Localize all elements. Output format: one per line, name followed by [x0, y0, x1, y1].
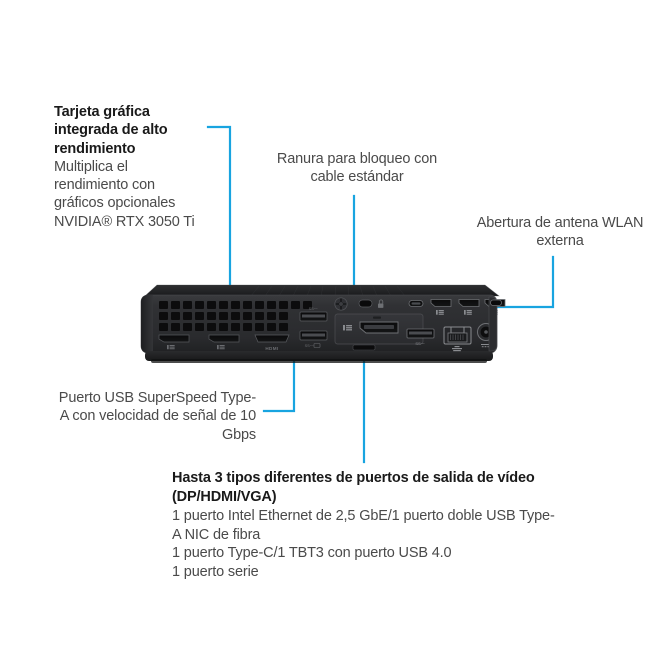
lock-icon [378, 299, 384, 308]
port-usb-c [408, 300, 424, 307]
port-kensington-lock-slot [358, 299, 384, 308]
port-mini-displayport-2 [458, 299, 480, 315]
callout-video-outputs-body: 1 puerto Intel Ethernet de 2,5 GbE/1 pue… [172, 507, 555, 581]
wlan-antenna-opening [488, 296, 502, 352]
callout-video-outputs-heading: Hasta 3 tipos diferentes de puertos de s… [172, 470, 535, 505]
callout-gpu-body: Multiplica el rendimiento con gráficos o… [54, 158, 195, 230]
callout-wlan-antenna-body: Abertura de antena WLAN externa [476, 215, 644, 250]
port-usb-a-superspeed-1: SS⁓ [299, 307, 328, 322]
device-base [145, 351, 493, 363]
callout-lock-slot: Ranura para bloqueo con cable estándar [272, 150, 442, 187]
product-image-mini-pc-rear: HDMI SS⁓ SS⁓ [131, 283, 507, 367]
port-displayport-2 [208, 334, 240, 350]
flex-io-module [334, 313, 424, 345]
port-hdmi: HDMI [254, 334, 290, 351]
port-displayport-1 [158, 334, 190, 350]
callout-usb-superspeed-body: Puerto USB SuperSpeed Type-A con velocid… [58, 390, 256, 443]
port-mini-displayport-1 [430, 299, 452, 315]
callout-gpu-heading: Tarjeta gráfica integrada de alto rendim… [54, 104, 168, 157]
callout-video-outputs: Hasta 3 tipos diferentes de puertos de s… [172, 469, 558, 582]
port-serial [352, 344, 376, 351]
port-ethernet-rj45 [443, 326, 472, 352]
callout-lock-slot-body: Ranura para bloqueo con cable estándar [276, 151, 438, 186]
callout-wlan-antenna: Abertura de antena WLAN externa [472, 214, 648, 251]
callout-gpu: Tarjeta gráfica integrada de alto rendim… [54, 103, 204, 231]
svg-text:SS⁓: SS⁓ [305, 344, 314, 348]
svg-text:SS⁓: SS⁓ [309, 307, 318, 311]
chassis-thumbscrew [334, 297, 348, 311]
port-flex-displayport [359, 321, 399, 334]
port-usb-a: SS⁓ [406, 328, 435, 346]
device-top-face [144, 284, 500, 297]
ventilation-grille [159, 301, 312, 331]
svg-text:HDMI: HDMI [265, 346, 278, 351]
port-usb-a-superspeed-2: SS⁓ [299, 330, 328, 348]
callout-usb-superspeed: Puerto USB SuperSpeed Type-A con velocid… [54, 389, 256, 444]
svg-text:SS⁓: SS⁓ [415, 341, 424, 346]
